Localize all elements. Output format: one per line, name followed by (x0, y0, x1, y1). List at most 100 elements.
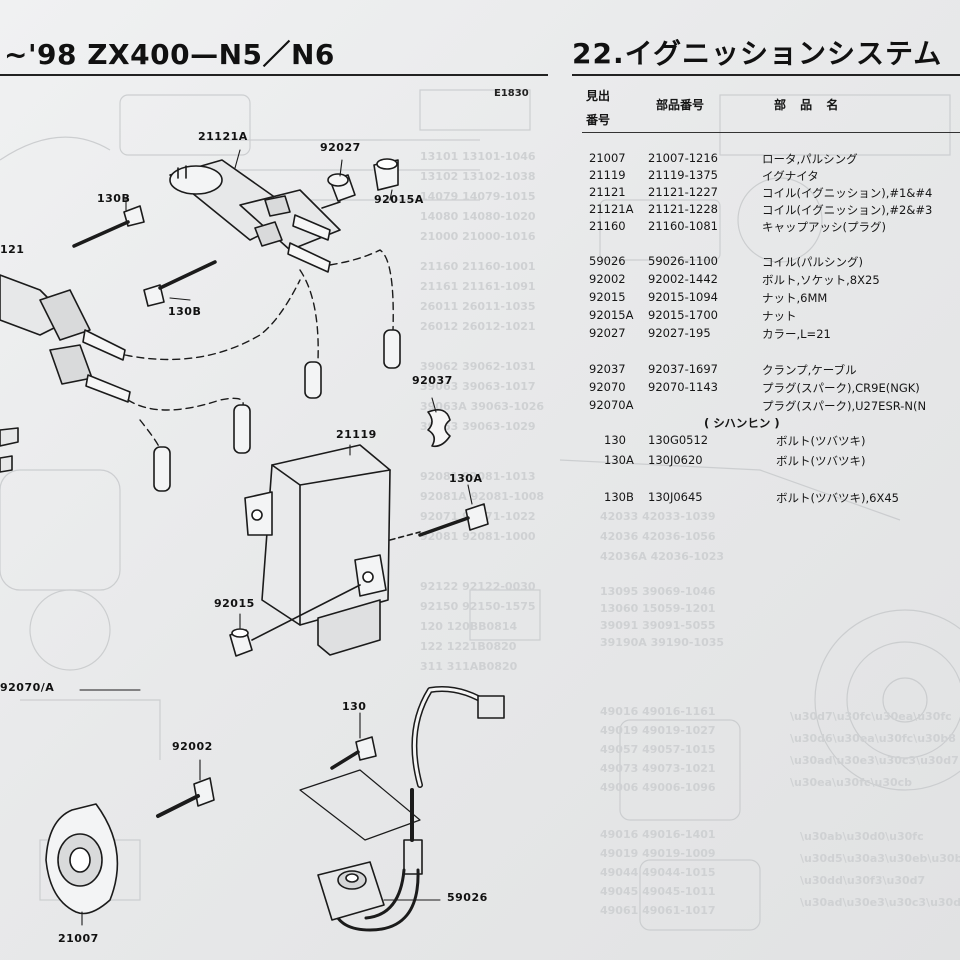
ref-cell: 92002 (589, 272, 626, 286)
svg-text:\u30ea\u30fc\u30cb: \u30ea\u30fc\u30cb (790, 776, 912, 789)
svg-text:92150 92150-1575: 92150 92150-1575 (420, 600, 536, 613)
part-number-cell: 92015-1094 (648, 290, 718, 304)
svg-text:\u30ab\u30d0\u30fc: \u30ab\u30d0\u30fc (800, 830, 924, 843)
bolt-92002 (156, 777, 215, 818)
svg-text:49073 49073-1021: 49073 49073-1021 (600, 762, 716, 775)
ref-cell: 92015 (589, 290, 626, 304)
header-rule-left (0, 74, 548, 76)
callout-92037: 92037 (412, 374, 453, 387)
section-title: 22.イグニッションシステム (572, 37, 943, 70)
svg-text:13101 13101-1046: 13101 13101-1046 (420, 150, 536, 163)
svg-text:49061 49061-1017: 49061 49061-1017 (600, 904, 716, 917)
part-number-cell: 21119-1375 (648, 168, 718, 182)
part-number-cell: 92070-1143 (648, 380, 718, 394)
part-name-cell: ボルト(ツバツキ),6X45 (776, 491, 899, 505)
svg-text:49057 49057-1015: 49057 49057-1015 (600, 743, 716, 756)
svg-text:21161 21161-1091: 21161 21161-1091 (420, 280, 536, 293)
column-header-part-name: 部 品 名 (774, 98, 844, 112)
svg-text:13060 15059-1201: 13060 15059-1201 (600, 602, 716, 615)
svg-text:92081 92081-1000: 92081 92081-1000 (420, 530, 536, 543)
part-number-cell: 21007-1216 (648, 151, 718, 165)
svg-text:39063A 39063-1026: 39063A 39063-1026 (420, 400, 544, 413)
callout-59026: 59026 (447, 891, 488, 904)
svg-text:92122 92122-0030: 92122 92122-0030 (420, 580, 536, 593)
part-number-cell: 92015-1700 (648, 308, 718, 322)
part-name-cell: イグナイタ (762, 169, 819, 183)
svg-text:\u30ad\u30e3\u30c3\u30d7: \u30ad\u30e3\u30c3\u30d7 (800, 896, 960, 909)
svg-text:122 1221B0820: 122 1221B0820 (420, 640, 517, 653)
part-name-cell: カラー,L=21 (762, 327, 831, 341)
model-heading: ~'98 ZX400—N5／N6 (4, 38, 335, 71)
part-number-cell: 130G0512 (648, 433, 709, 447)
svg-text:92081A 92081-1008: 92081A 92081-1008 (420, 490, 544, 503)
part-name-cell: ボルト,ソケット,8X25 (762, 273, 880, 287)
svg-text:49019 49019-1027: 49019 49019-1027 (600, 724, 716, 737)
exploded-parts-diagram (0, 149, 505, 932)
svg-text:\u30d7\u30fc\u30ea\u30fc: \u30d7\u30fc\u30ea\u30fc (790, 710, 952, 723)
bolt-130B-mid (143, 260, 217, 307)
column-header-part-number: 部品番号 (656, 98, 705, 112)
part-number-cell: 59026-1100 (648, 254, 718, 268)
ref-cell: 130 (604, 433, 626, 447)
ref-cell: 92037 (589, 362, 626, 376)
part-number-cell: 92027-195 (648, 326, 711, 340)
ref-cell: 92070 (589, 380, 626, 394)
callout-92002: 92002 (172, 740, 213, 753)
pulsing-rotor-21007 (45, 803, 119, 915)
ref-cell: 130B (604, 490, 634, 504)
ref-cell: 21121 (589, 185, 626, 199)
callout-92070A: 92070/A (0, 681, 55, 694)
callout-92015: 92015 (214, 597, 255, 610)
bolt-130A (389, 503, 489, 541)
svg-text:49016 49016-1161: 49016 49016-1161 (600, 705, 716, 718)
ref-cell: 21119 (589, 168, 626, 182)
svg-text:21160 21160-1001: 21160 21160-1001 (420, 260, 536, 273)
ref-cell: 92070A (589, 398, 634, 412)
svg-text:39190A 39190-1035: 39190A 39190-1035 (600, 636, 724, 649)
svg-text:311 311AB0820: 311 311AB0820 (420, 660, 518, 673)
svg-text:42036A 42036-1023: 42036A 42036-1023 (600, 550, 724, 563)
figure-code: E1830 (494, 88, 529, 99)
part-name-cell: コイル(パルシング) (762, 255, 863, 269)
svg-text:39062 39062-1031: 39062 39062-1031 (420, 360, 536, 373)
callout-130B-mid: 130B (168, 305, 202, 318)
column-header-ref-line1: 見出 (586, 89, 611, 103)
ref-cell: 21160 (589, 219, 626, 233)
svg-text:42033 42033-1039: 42033 42033-1039 (600, 510, 716, 523)
callout-21007: 21007 (58, 932, 99, 945)
column-header-ref-no: 見出 番号 (586, 84, 610, 132)
part-name-cell: ボルト(ツバツキ) (776, 434, 866, 448)
callout-21121A: 21121A (198, 130, 248, 143)
part-number-cell: 21121-1228 (648, 202, 718, 216)
part-name-cell: ロータ,パルシング (762, 152, 858, 166)
ref-cell: 59026 (589, 254, 626, 268)
svg-text:26011 26011-1035: 26011 26011-1035 (420, 300, 536, 313)
svg-text:49044 49044-1015: 49044 49044-1015 (600, 866, 716, 879)
svg-text:120 120BB0814: 120 120BB0814 (420, 620, 517, 633)
nut-92015 (229, 584, 361, 657)
part-number-cell: 21121-1227 (648, 185, 718, 199)
ref-cell: 130A (604, 453, 634, 467)
part-name-cell: ナット (762, 309, 797, 323)
svg-text:49019 49019-1009: 49019 49019-1009 (600, 847, 716, 860)
svg-text:49016 49016-1401: 49016 49016-1401 (600, 828, 716, 841)
ignition-coil-left (0, 274, 131, 403)
ref-cell: 21007 (589, 151, 626, 165)
part-number-cell: 92002-1442 (648, 272, 718, 286)
header-rule-right (572, 74, 960, 76)
igniter-21119 (244, 444, 391, 656)
svg-text:13095 39069-1046: 13095 39069-1046 (600, 585, 716, 598)
standard-parts-heading: ( シハンヒン ) (704, 416, 780, 430)
svg-text:49006 49006-1096: 49006 49006-1096 (600, 781, 716, 794)
svg-text:92081 92081-1013: 92081 92081-1013 (420, 470, 536, 483)
part-number-cell: 21160-1081 (648, 219, 718, 233)
callout-130B-upper: 130B (97, 192, 131, 205)
svg-text:26012 26012-1021: 26012 26012-1021 (420, 320, 536, 333)
callout-130A: 130A (449, 472, 483, 485)
part-name-cell: プラグ(スパーク),U27ESR-N(N (762, 399, 927, 413)
callout-121: 121 (0, 243, 25, 256)
part-name-cell: プラグ(スパーク),CR9E(NGK) (762, 381, 920, 395)
callout-21119: 21119 (336, 428, 377, 441)
part-name-cell: ボルト(ツバツキ) (776, 454, 866, 468)
callout-92027: 92027 (320, 141, 361, 154)
